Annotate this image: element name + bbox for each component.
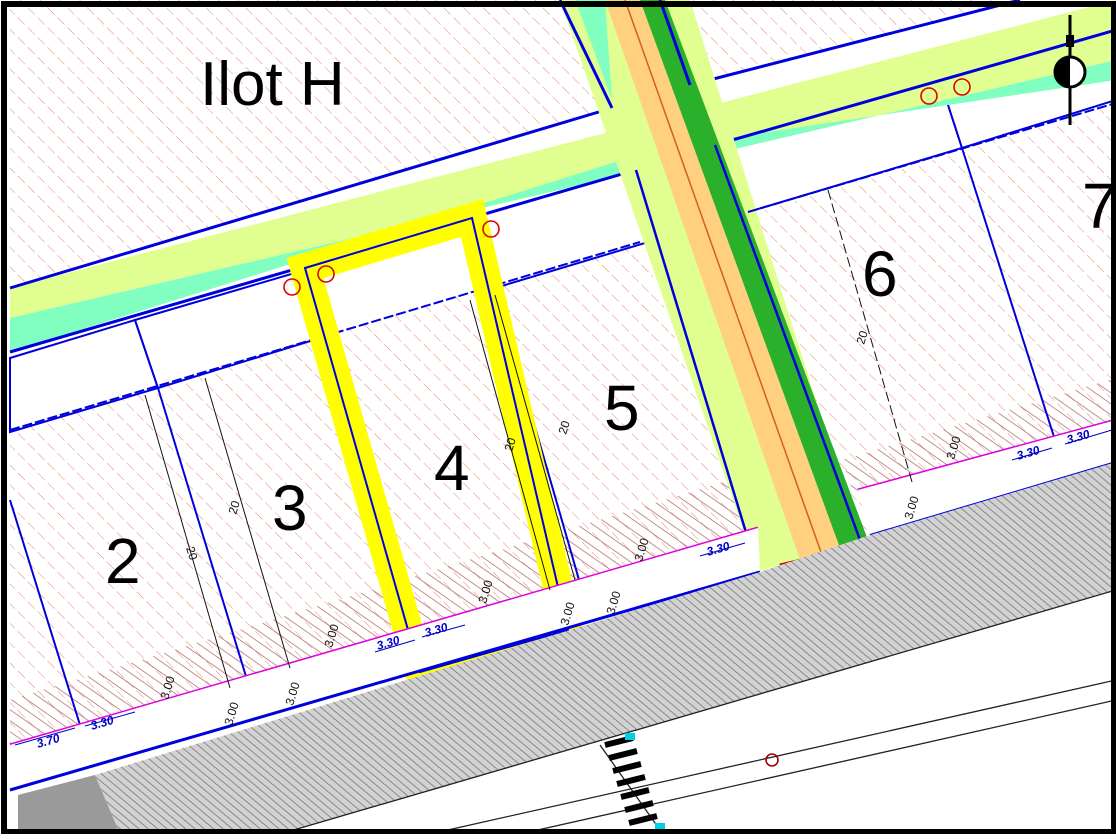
- frontage-label: 3.30: [1015, 443, 1042, 463]
- path-edge-right: [658, 0, 692, 86]
- setback-label: 3.00: [157, 674, 177, 701]
- frontage-label: 3.70: [35, 731, 62, 751]
- path-edge-left: [558, 0, 614, 109]
- street-edge: [9, 570, 761, 792]
- circle-markers: [283, 78, 971, 767]
- circle-marker-icon: [317, 265, 335, 283]
- depth-label: 20: [555, 419, 572, 436]
- ilot-h-area: [10, 0, 612, 290]
- depth-dimension-lines: [144, 189, 913, 689]
- setback-label: 3.00: [321, 622, 341, 649]
- street-gray-block: [18, 775, 120, 834]
- upper-right-area: [660, 0, 1020, 85]
- setback-strip-right: [842, 378, 1116, 498]
- circle-marker-icon: [953, 78, 971, 96]
- lot-4-outline: [303, 216, 570, 674]
- lot-number: 2: [105, 525, 141, 597]
- setback-label: 3.00: [475, 578, 495, 605]
- frontage-label: 3.30: [89, 713, 116, 733]
- setback-label: 3.00: [631, 536, 651, 563]
- setback-label: 3.00: [557, 600, 577, 627]
- street-hatched: [95, 462, 1116, 834]
- path-centerline: [624, 0, 823, 556]
- lot-number: 3: [272, 472, 308, 544]
- path-mint-band: [575, 0, 612, 100]
- road-edge-bottom-right: [714, 28, 1116, 147]
- frontage-label: 3.30: [423, 620, 450, 640]
- pedestrian-crossing: [604, 735, 658, 826]
- frontage-label: 3.30: [1065, 427, 1092, 447]
- depth-label: 20: [853, 329, 870, 346]
- setback-label: 3.00: [221, 700, 241, 727]
- path-green-band: [632, 0, 868, 548]
- path-edge-lower-left: [634, 169, 760, 573]
- road-edge-top-right: [689, 0, 1021, 87]
- lot-number: 4: [434, 432, 470, 504]
- road-band-green: [10, 60, 1116, 352]
- path-edge-lower-right: [713, 144, 862, 541]
- frontage-dimension-ticks: [14, 429, 1113, 746]
- depth-label: 20: [501, 436, 518, 453]
- depth-label: 20: [225, 499, 242, 516]
- lot-number: 6: [862, 238, 898, 310]
- frontage-label: 3.30: [375, 633, 402, 653]
- path-orange-band: [605, 0, 840, 560]
- frontage-strip-left: [10, 528, 760, 790]
- depth-label: 20: [183, 545, 200, 562]
- road-band-lime: [10, 0, 1116, 318]
- frontage-label: 3.30: [705, 539, 732, 559]
- circle-marker-icon: [920, 87, 938, 105]
- circle-marker-icon: [283, 278, 301, 296]
- circle-marker-icon: [482, 220, 500, 238]
- crosswalk-marker-top: [625, 733, 635, 740]
- setback-label: 3.00: [603, 589, 623, 616]
- setback-label: 3.00: [282, 680, 302, 707]
- lot-number: 5: [604, 372, 640, 444]
- setback-label: 3.00: [901, 494, 921, 521]
- circle-marker-icon: [765, 753, 779, 767]
- block-label: Ilot H: [200, 50, 345, 119]
- crosswalk-marker-bottom: [655, 823, 665, 830]
- setback-label: 3.00: [943, 434, 963, 461]
- north-arrow-icon: [1053, 15, 1087, 125]
- lot-number: 7: [1082, 170, 1116, 242]
- road-edge-top: [9, 106, 613, 290]
- frontage-strip-right: [858, 420, 1116, 535]
